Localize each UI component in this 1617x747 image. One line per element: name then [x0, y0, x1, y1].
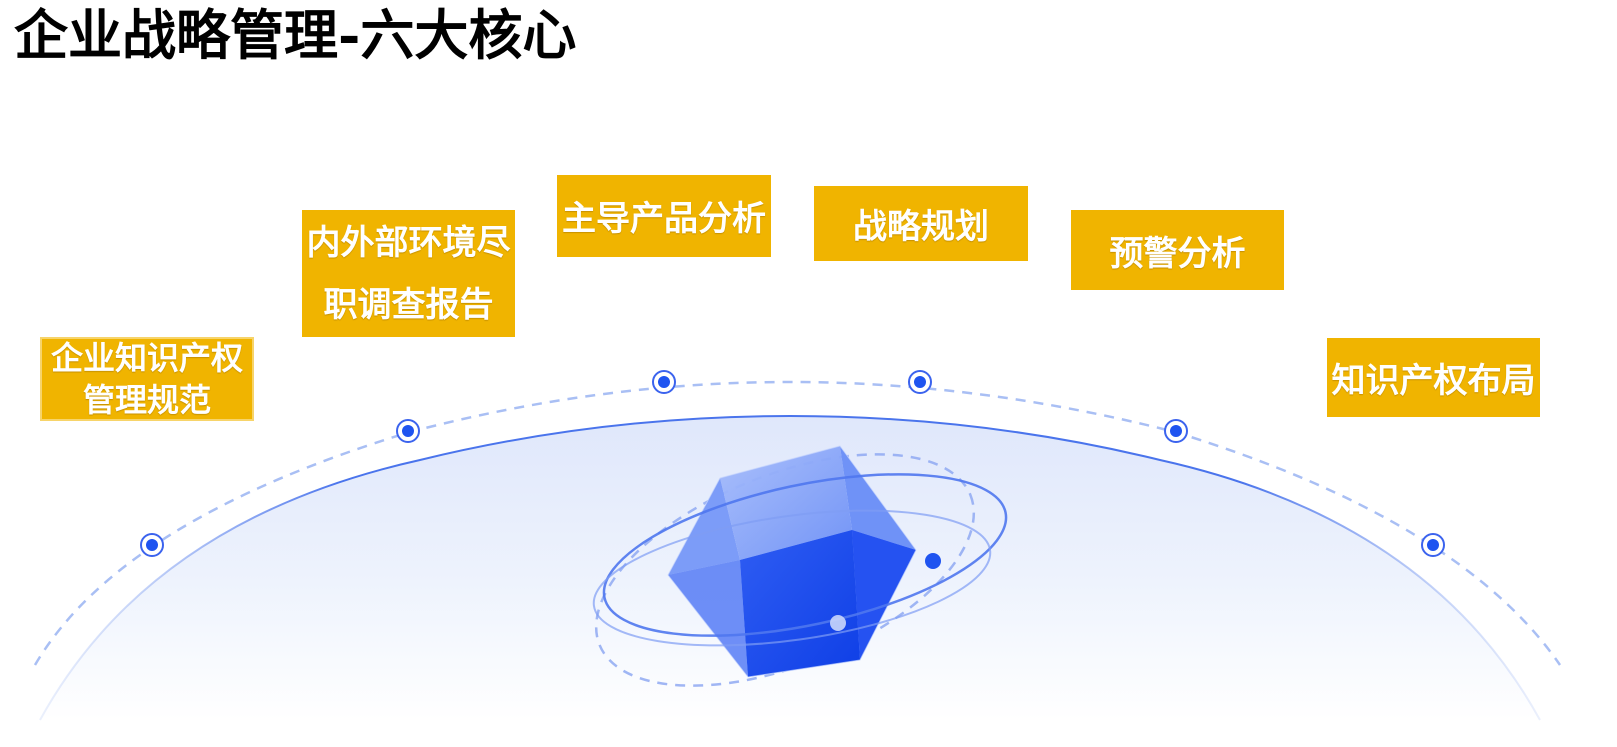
card-product-analysis-label: 主导产品分析	[562, 199, 766, 239]
card-due-diligence-line2: 职调查报告	[323, 284, 494, 325]
card-strategy-planning-label: 战略规划	[853, 207, 989, 247]
card-ip-management-line2: 管理规范	[82, 381, 211, 419]
card-warning-analysis-label: 预警分析	[1109, 233, 1246, 274]
dashed-orbit-arc	[33, 380, 1562, 666]
card-product-analysis: 主导产品分析	[557, 175, 771, 257]
node-dot-4	[908, 370, 932, 394]
node-dot-6	[1421, 533, 1445, 557]
card-due-diligence: 内外部环境尽 职调查报告	[302, 210, 515, 337]
card-warning-analysis: 预警分析	[1071, 210, 1284, 290]
dome-outline	[39, 414, 1541, 721]
card-strategy-planning: 战略规划	[814, 186, 1028, 261]
card-due-diligence-line1: 内外部环境尽	[306, 222, 511, 263]
card-ip-management: 企业知识产权 管理规范	[40, 337, 254, 421]
node-dot-2	[396, 419, 420, 443]
card-ip-layout: 知识产权布局	[1327, 338, 1540, 417]
crystal-orbit-icon	[592, 445, 1008, 687]
node-dot-1	[140, 533, 164, 557]
card-ip-layout-label: 知识产权布局	[1331, 361, 1536, 401]
node-dot-5	[1164, 419, 1188, 443]
page-title: 企业战略管理-六大核心	[14, 3, 577, 67]
node-dot-3	[652, 370, 676, 394]
card-ip-management-line1: 企业知识产权	[50, 339, 243, 377]
